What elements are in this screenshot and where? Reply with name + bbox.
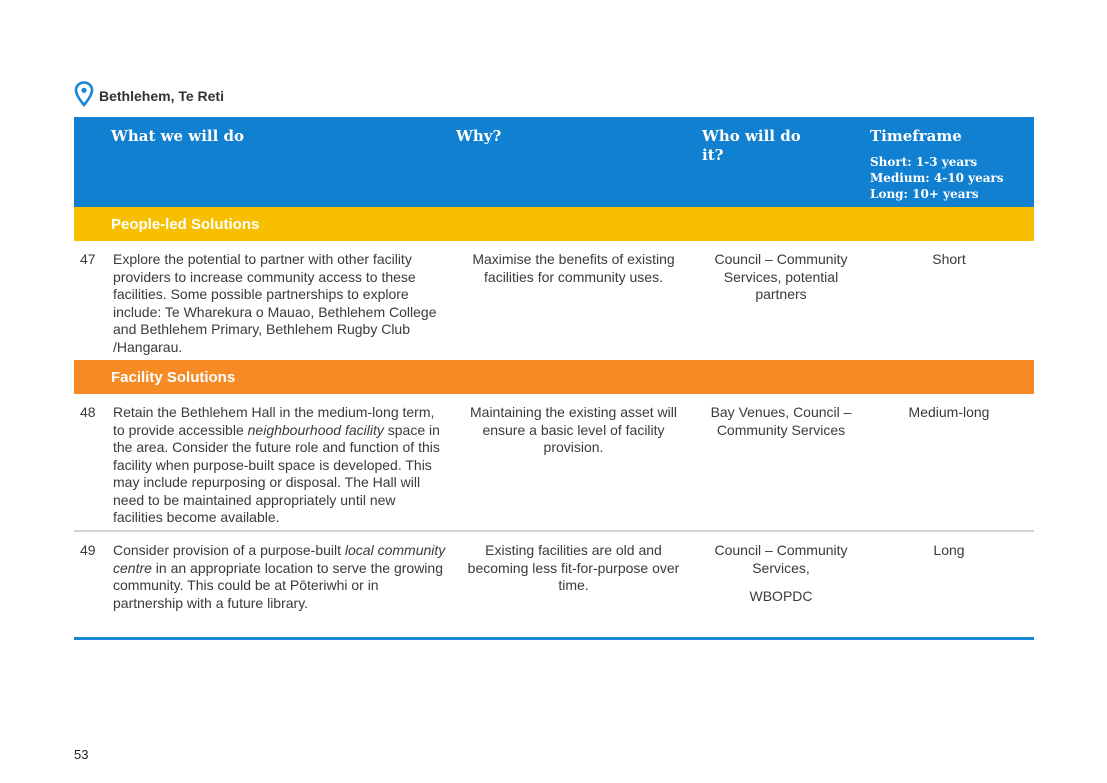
row-who-text: Council – Community Services, (714, 542, 848, 576)
table-bottom-rule (74, 637, 1034, 640)
row-timeframe: Medium-long (908, 404, 990, 420)
row-number: 49 (80, 542, 96, 558)
row-what-emphasis: neighbourhood facility (247, 421, 384, 438)
row-what-emphasis: local community centre (113, 542, 446, 576)
timeframe-medium-legend: Medium: 4-10 years (870, 171, 1004, 185)
table-row: 47 Explore the potential to partner with… (74, 241, 1034, 360)
timeframe-long-legend: Long: 10+ years (870, 187, 979, 201)
row-what: Retain the Bethlehem Hall in the medium-… (113, 404, 448, 527)
section-people-led: People-led Solutions (74, 207, 1034, 241)
section-facility: Facility Solutions (74, 360, 1034, 394)
row-number: 48 (80, 404, 96, 420)
map-pin-icon (74, 81, 94, 107)
table-row: 49 Consider provision of a purpose-built… (74, 532, 1034, 637)
table-header: What we will do Why? Who will do it? Tim… (74, 117, 1034, 207)
header-timeframe: Timeframe Short: 1-3 years Medium: 4-10 … (870, 127, 1004, 202)
row-who: Council – Community Services, potential … (714, 251, 848, 302)
row-who: Bay Venues, Council – Community Services (710, 404, 852, 438)
row-why: Maintaining the existing asset will ensu… (470, 404, 677, 455)
row-who: Council – Community Services, WBOPDC (702, 542, 860, 606)
row-what: Explore the potential to partner with ot… (113, 251, 437, 355)
page-number: 53 (74, 747, 89, 762)
row-why: Maximise the benefits of existing facili… (472, 251, 675, 285)
row-what: Consider provision of a purpose-built lo… (113, 542, 448, 612)
row-why: Existing facilities are old and becoming… (467, 542, 680, 593)
row-what-text: Retain the Bethlehem Hall in the medium-… (113, 404, 435, 438)
header-why: Why? (456, 127, 502, 145)
section-title: Facility Solutions (111, 368, 236, 386)
location-title: Bethlehem, Te Reti (99, 87, 224, 104)
timeframe-legend: Short: 1-3 years Medium: 4-10 years Long… (870, 154, 1004, 202)
row-timeframe: Short (932, 251, 966, 267)
row-timeframe: Long (933, 542, 965, 558)
location-heading: Bethlehem, Te Reti (74, 80, 224, 108)
action-plan-table: What we will do Why? Who will do it? Tim… (74, 117, 1034, 640)
row-who-extra: WBOPDC (749, 588, 813, 604)
header-what: What we will do (111, 127, 245, 145)
header-timeframe-title: Timeframe (870, 127, 962, 145)
section-title: People-led Solutions (111, 215, 260, 233)
row-what-text: space in the area. Consider the future r… (113, 421, 440, 526)
row-what-text: in an appropriate location to serve the … (113, 559, 443, 611)
header-who: Who will do it? (702, 127, 801, 164)
row-what-text: Consider provision of a purpose-built (113, 542, 345, 558)
row-number: 47 (80, 251, 96, 267)
timeframe-short-legend: Short: 1-3 years (870, 155, 978, 169)
table-row: 48 Retain the Bethlehem Hall in the medi… (74, 394, 1034, 532)
